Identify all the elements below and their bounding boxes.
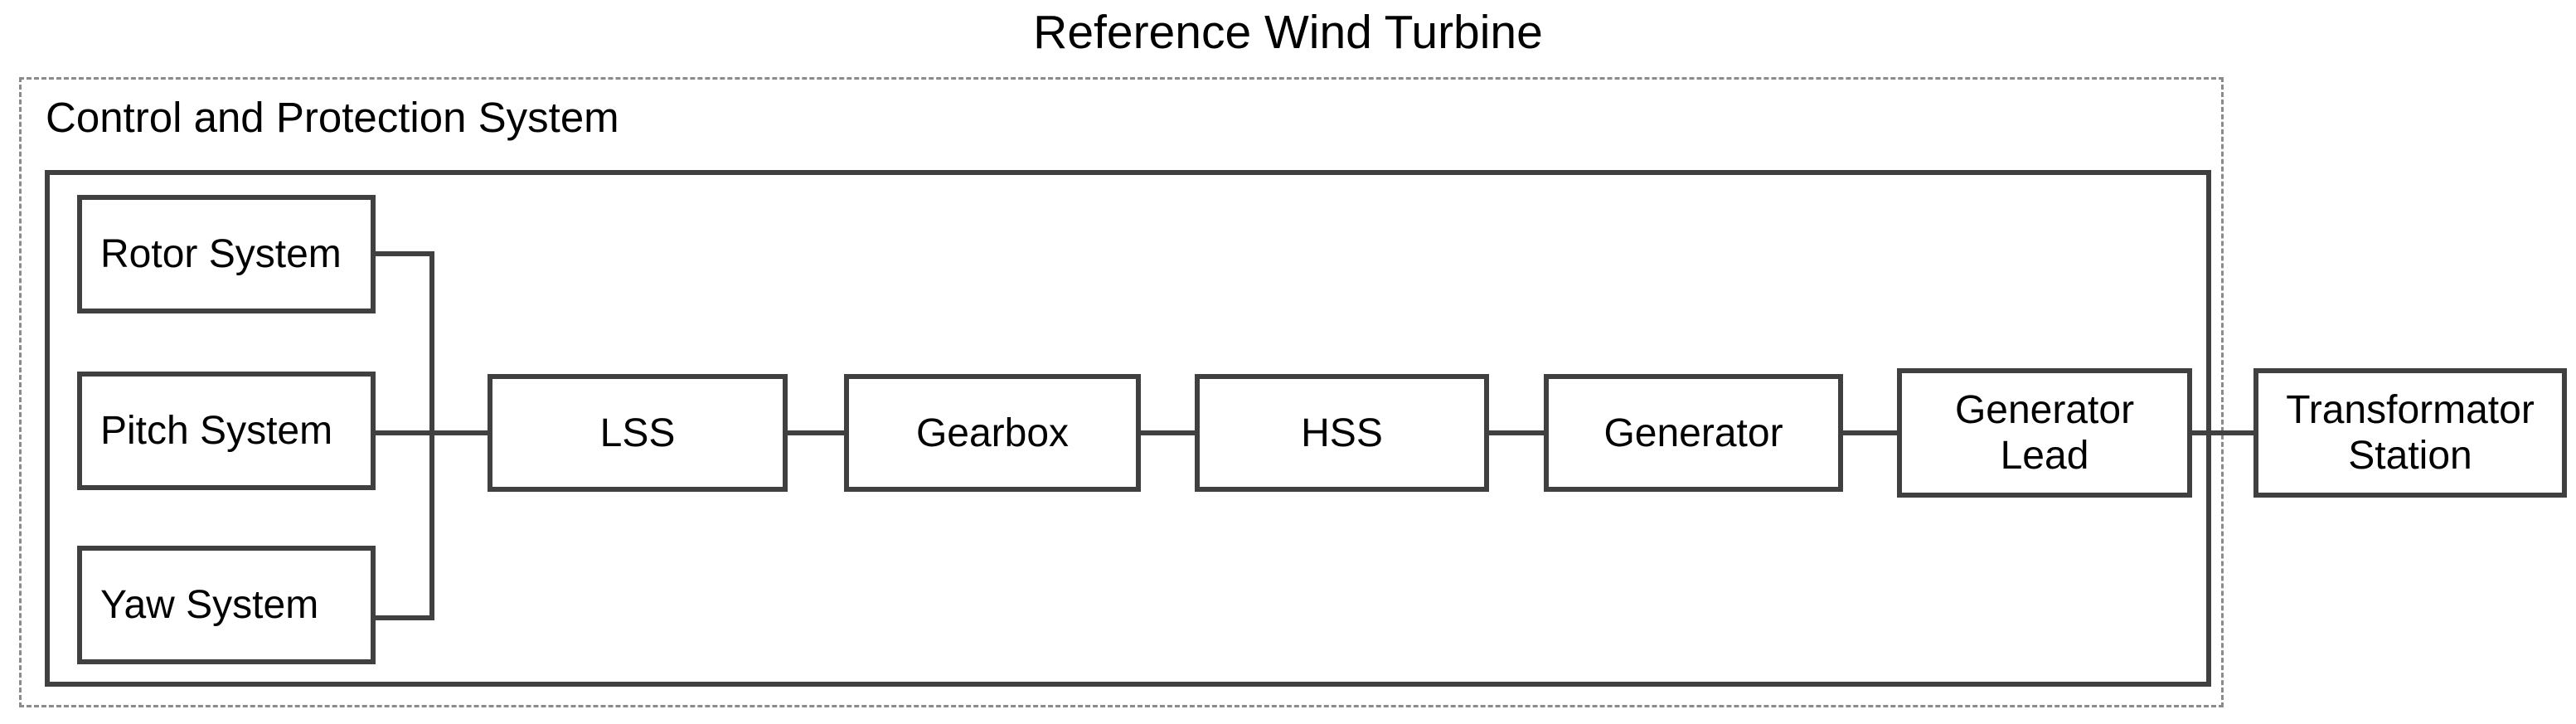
node-lss[interactable]: LSS — [488, 374, 788, 492]
node-yaw-system[interactable]: Yaw System — [77, 546, 376, 664]
control-protection-system-boundary — [19, 77, 2224, 707]
node-gearbox-label: Gearbox — [915, 411, 1070, 455]
connector-pitch-to-lss — [375, 430, 491, 435]
node-generator-label: Generator — [1603, 411, 1783, 455]
connector-lss-to-gearbox — [784, 430, 847, 435]
connector-gearbox-to-hss — [1138, 430, 1198, 435]
connector-yaw-to-bus — [375, 615, 434, 620]
page-title: Reference Wind Turbine — [1033, 6, 1543, 59]
connector-hss-to-generator — [1486, 430, 1547, 435]
node-rotor-system-label: Rotor System — [100, 232, 342, 276]
node-gearbox[interactable]: Gearbox — [844, 374, 1141, 492]
node-transformator-station[interactable]: Transformator Station — [2253, 368, 2567, 498]
node-rotor-system[interactable]: Rotor System — [77, 195, 376, 313]
node-generator-lead[interactable]: Generator Lead — [1897, 368, 2192, 498]
node-generator-lead-label: Generator Lead — [1954, 388, 2135, 478]
connector-rotor-to-bus — [375, 251, 434, 256]
node-hss[interactable]: HSS — [1195, 374, 1489, 492]
connector-generator-to-generator-lead — [1840, 430, 1900, 435]
node-generator[interactable]: Generator — [1544, 374, 1843, 492]
node-lss-label: LSS — [599, 411, 676, 455]
node-hss-label: HSS — [1301, 411, 1383, 455]
node-pitch-system[interactable]: Pitch System — [77, 372, 376, 490]
node-transformator-station-label: Transformator Station — [2286, 388, 2535, 478]
node-yaw-system-label: Yaw System — [100, 583, 319, 627]
node-pitch-system-label: Pitch System — [100, 409, 333, 453]
connector-generator-lead-to-transformator-station — [2189, 430, 2257, 435]
connector-control-bus-vertical — [429, 251, 434, 620]
control-protection-system-label: Control and Protection System — [46, 94, 619, 141]
turbine-inner-boundary — [45, 170, 2211, 687]
